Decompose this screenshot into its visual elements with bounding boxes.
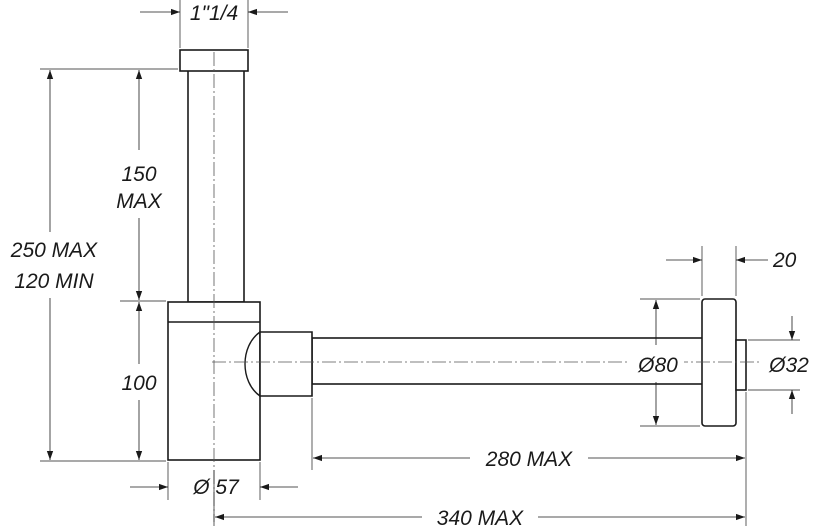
label-outlet-diameter-bg [763,350,815,376]
label-flange-thickness: 20 [772,249,797,272]
label-outlet-length: 280 MAX [485,448,573,471]
label-total-height-min: 120 MIN [14,270,94,293]
label-flange-diameter: Ø80 [637,354,678,377]
dimension-labels: 1"1/4 150 MAX 250 MAX 120 MIN 100 Ø 57 Ø… [10,2,815,528]
label-outlet-diameter: Ø32 [768,354,809,377]
label-total-length: 340 MAX [437,507,524,528]
outlet-spigot [735,339,747,391]
label-tube-height: 150 [121,163,156,186]
label-body-height: 100 [121,372,156,395]
label-inlet-thread: 1"1/4 [190,2,238,25]
outlet-connector [259,331,313,397]
label-body-diameter: Ø 57 [192,476,240,499]
label-total-height-max: 250 MAX [10,239,98,262]
extension-lines [40,0,800,526]
dimension-lines [46,8,796,521]
trap-parts [167,49,747,461]
inlet-tube [187,69,245,303]
label-tube-height-suffix: MAX [116,190,163,213]
label-flange-diameter-bg [630,350,684,376]
outlet-connector-curve [244,331,261,397]
wall-flange [701,298,737,427]
